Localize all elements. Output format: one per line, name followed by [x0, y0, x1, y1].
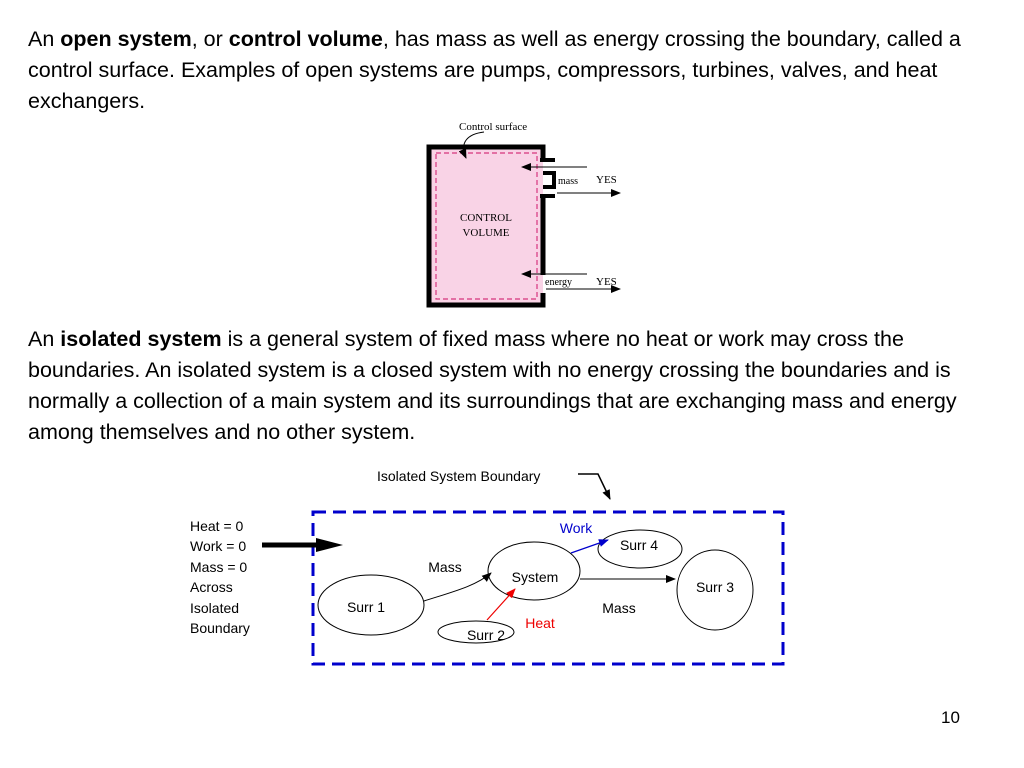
paragraph-open-system: An open system, or control volume, has m…	[28, 27, 961, 113]
page-number: 10	[941, 708, 960, 727]
heat-label: Heat	[525, 615, 555, 631]
term-open-system: open system	[60, 27, 192, 51]
term-isolated-system: isolated system	[60, 327, 222, 351]
energy-yes: YES	[596, 276, 617, 288]
boundary-condition: Isolated	[190, 599, 240, 616]
boundary-condition: Mass = 0	[190, 558, 248, 575]
paragraph-isolated-system: An isolated system is a general system o…	[28, 327, 957, 444]
boundary-condition: Across	[190, 579, 233, 596]
heat-arrow	[486, 588, 516, 621]
surr4-label: Surr 4	[620, 537, 658, 553]
work-arrow	[570, 539, 609, 554]
boundary-arrow-head	[316, 538, 343, 552]
work-label: Work	[560, 520, 593, 536]
boundary-condition: Heat = 0	[190, 518, 244, 534]
system-label: System	[512, 569, 559, 585]
boundary-conditions-list: Heat = 0 Work = 0 Mass = 0 Across Isolat…	[190, 516, 250, 638]
isolated-boundary	[311, 510, 785, 666]
surr1-label: Surr 1	[347, 599, 385, 615]
term-control-volume: control volume	[228, 27, 383, 51]
boundary-condition: Boundary	[190, 620, 250, 637]
cv-label-line2: VOLUME	[462, 227, 509, 239]
mass-port	[540, 158, 556, 198]
surr4-ellipse	[597, 529, 683, 569]
mass-label-right: Mass	[602, 600, 635, 616]
boundary-pointer	[578, 473, 611, 500]
control-surface-pointer	[458, 131, 485, 159]
control-volume-wall	[426, 144, 546, 308]
isolated-boundary-label: Isolated System Boundary	[377, 468, 540, 484]
surr3-label: Surr 3	[696, 579, 734, 595]
surr1-ellipse	[317, 574, 425, 636]
control-surface-dashed	[435, 152, 538, 300]
mass-label: mass	[558, 176, 578, 187]
boundary-condition: Work = 0	[190, 538, 247, 555]
isolated-system-figure: Isolated System Boundary Surr 1 System S…	[262, 468, 785, 666]
cv-label-line1: CONTROL	[460, 212, 512, 224]
system-ellipse	[487, 541, 581, 601]
mass-arrow-surr1-to-system	[423, 572, 492, 602]
control-surface-label: Control surface	[459, 121, 527, 133]
control-volume-fill	[429, 147, 543, 305]
surr3-ellipse	[676, 549, 754, 631]
control-volume-figure: Control surface CONTROL VOLUME mass YES …	[426, 121, 621, 308]
surr2-ellipse	[437, 620, 515, 644]
energy-label: energy	[545, 277, 572, 288]
mass-yes: YES	[596, 174, 617, 186]
surr2-label: Surr 2	[467, 627, 505, 643]
mass-label-left: Mass	[428, 559, 461, 575]
